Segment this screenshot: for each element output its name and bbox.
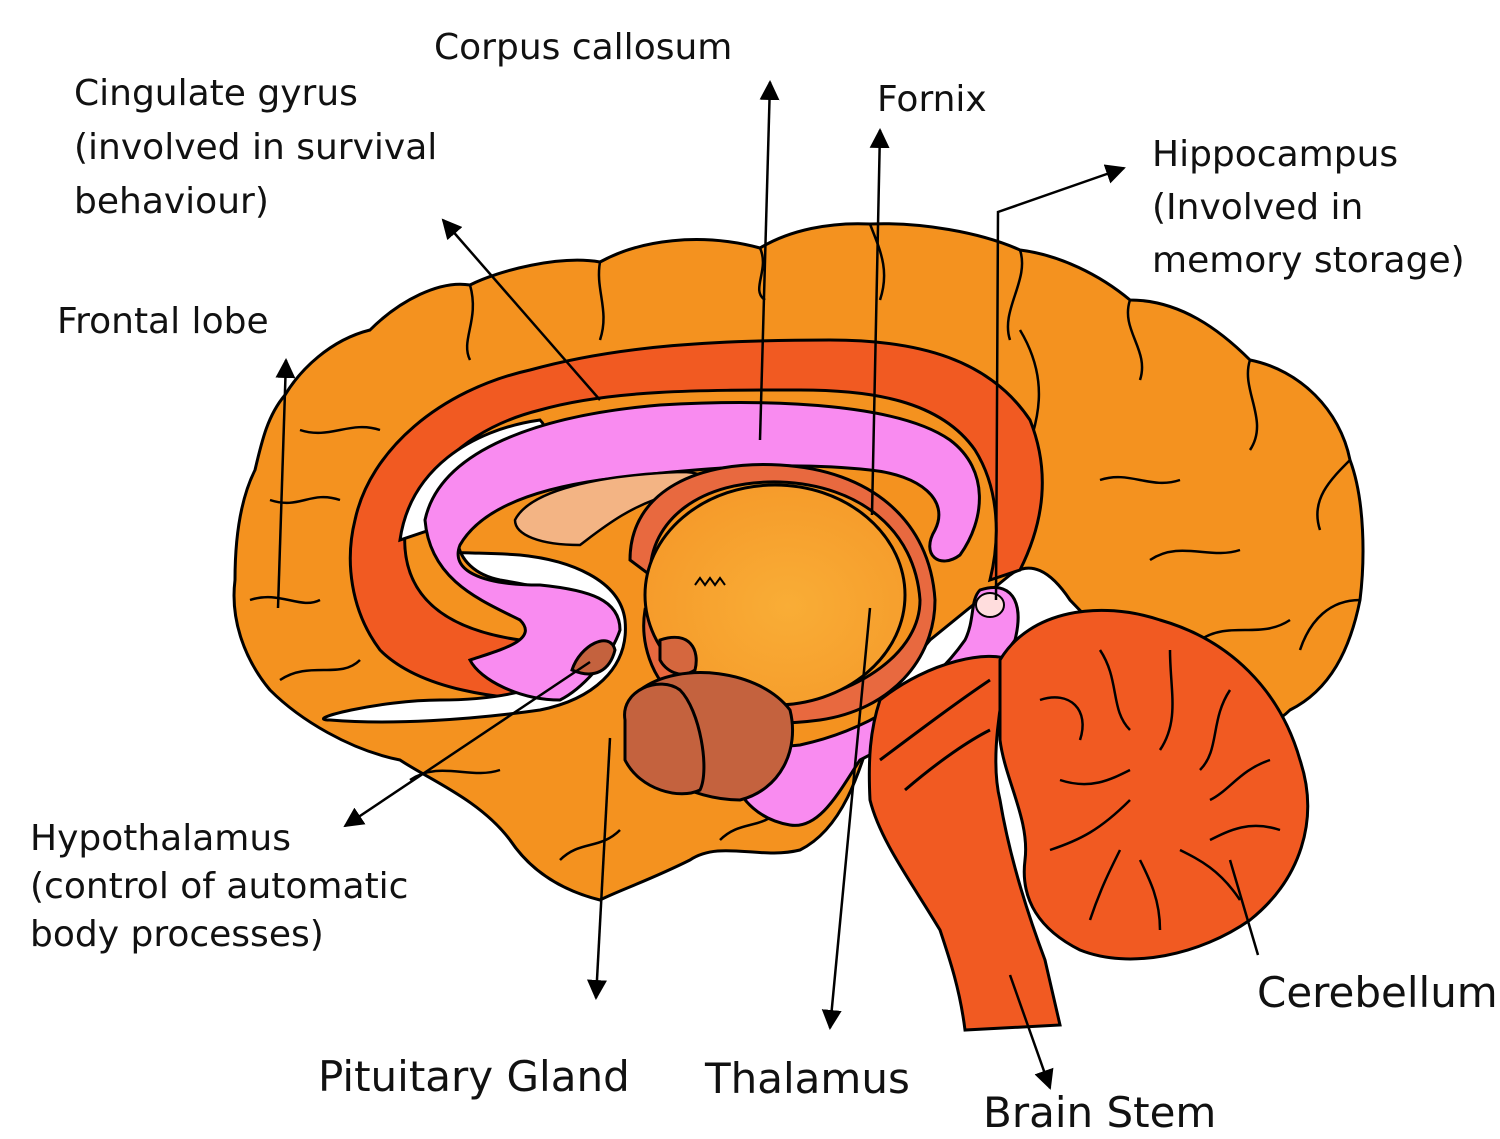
label-brain-stem: Brain Stem [983, 1088, 1217, 1137]
arrow-pituitary [586, 737, 612, 1000]
pons-line-2 [904, 728, 991, 792]
label-hippocampus-line2: (Involved in [1152, 187, 1364, 228]
label-thalamus: Thalamus [705, 1054, 910, 1103]
hippocampus-head [975, 592, 1005, 618]
arrow-brain-stem [1008, 974, 1054, 1090]
label-cingulate-line3: behaviour) [74, 181, 269, 222]
label-frontal-lobe: Frontal lobe [57, 301, 269, 342]
label-fornix: Fornix [877, 79, 987, 120]
arrow-cingulate [441, 218, 601, 401]
cerebellum [998, 608, 1310, 961]
label-hypothalamus-line3: body processes) [30, 914, 324, 955]
label-pituitary-gland: Pituitary Gland [318, 1052, 630, 1101]
fornix [628, 462, 937, 725]
label-corpus-callosum: Corpus callosum [434, 27, 733, 68]
label-cingulate-line2: (involved in survival [74, 127, 438, 168]
arrow-cerebellum [1228, 859, 1260, 956]
pineal-fringe [694, 576, 726, 587]
label-cingulate-line1: Cingulate gyrus [74, 73, 358, 114]
arrow-hypothalamus [343, 660, 591, 828]
hypothalamus [658, 635, 698, 676]
label-hippocampus-line3: memory storage) [1152, 240, 1465, 281]
arrow-hippocampus [994, 164, 1126, 601]
arrow-fornix [869, 128, 890, 516]
label-hypothalamus: Hypothalamus (control of automatic body … [30, 815, 408, 959]
label-hippocampus-line1: Hippocampus [1152, 134, 1399, 175]
pituitary-gland [623, 682, 706, 796]
pons-line [879, 678, 991, 762]
label-hypothalamus-line2: (control of automatic [30, 866, 409, 907]
pointer-arrows [275, 80, 1260, 1090]
label-cerebellum: Cerebellum [1257, 968, 1498, 1017]
label-cingulate-gyrus: Cingulate gyrus (involved in survival be… [74, 67, 437, 229]
label-hypothalamus-line1: Hypothalamus [30, 818, 291, 859]
arrow-corpus-callosum [758, 80, 780, 441]
arrow-frontal-lobe [275, 358, 296, 609]
label-hippocampus: Hippocampus (Involved in memory storage) [1152, 128, 1465, 287]
cerebellum-folia [1039, 649, 1281, 931]
arrow-thalamus [821, 607, 872, 1030]
cortex-sulci [249, 223, 1361, 861]
